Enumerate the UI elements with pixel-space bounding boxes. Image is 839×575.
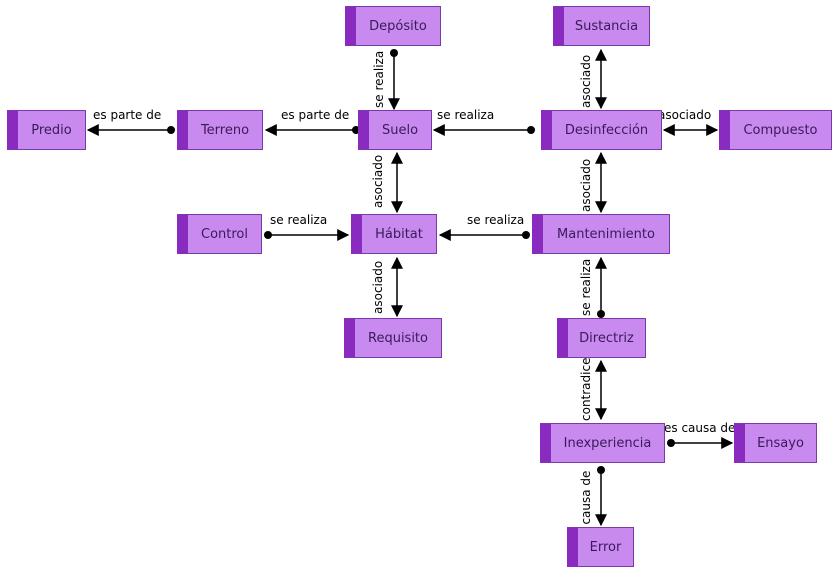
edge-label-control-habitat: se realiza (270, 213, 328, 227)
edge-inexperiencia-error (595, 466, 607, 527)
edge-label-desinfeccion-compuesto: asociado (658, 108, 712, 122)
edge-directriz-mantenimiento (595, 256, 607, 318)
edge-label-deposito-suelo: se realiza (372, 50, 386, 108)
edge-label-desinfeccion-mantenimiento: asociado (579, 158, 593, 212)
edge-label-mantenimiento-habitat: se realiza (467, 213, 525, 227)
edge-control-habitat (264, 229, 350, 241)
node-requisito[interactable]: Requisito (344, 318, 442, 358)
edge-desinfeccion-suelo (432, 124, 535, 136)
node-directriz[interactable]: Directriz (557, 318, 646, 358)
node-error[interactable]: Error (567, 527, 634, 567)
edge-label-desinfeccion-suelo: se realiza (437, 108, 495, 122)
edge-suelo-terreno (264, 124, 360, 136)
edge-inexperiencia-ensayo (667, 437, 734, 449)
node-control[interactable]: Control (177, 214, 262, 254)
node-predio[interactable]: Predio (7, 110, 86, 150)
node-ensayo[interactable]: Ensayo (734, 423, 817, 463)
node-deposito[interactable]: Depósito (345, 6, 441, 46)
node-mantenimiento[interactable]: Mantenimiento (532, 214, 670, 254)
node-suelo[interactable]: Suelo (358, 110, 432, 150)
edge-label-suelo-terreno: es parte de (281, 108, 350, 122)
edge-mantenimiento-habitat (438, 229, 530, 241)
edge-label-habitat-requisito: asociado (371, 260, 385, 314)
edge-label-sustancia-desinfeccion: asociado (579, 54, 593, 108)
edge-label-directriz-mantenimiento: se realiza (579, 258, 593, 316)
node-terreno[interactable]: Terreno (177, 110, 263, 150)
edge-label-inexperiencia-ensayo: es causa de (664, 421, 736, 435)
node-inexperiencia[interactable]: Inexperiencia (540, 423, 665, 463)
node-habitat[interactable]: Hábitat (351, 214, 437, 254)
node-sustancia[interactable]: Sustancia (553, 6, 650, 46)
edge-label-terreno-predio: es parte de (93, 108, 162, 122)
node-compuesto[interactable]: Compuesto (719, 110, 832, 150)
edge-deposito-suelo (388, 49, 400, 111)
node-desinfeccion[interactable]: Desinfección (541, 110, 662, 150)
edge-label-directriz-inexperiencia: contradice (579, 357, 593, 421)
edge-terreno-predio (86, 124, 175, 136)
edge-label-suelo-habitat: asociado (371, 154, 385, 208)
